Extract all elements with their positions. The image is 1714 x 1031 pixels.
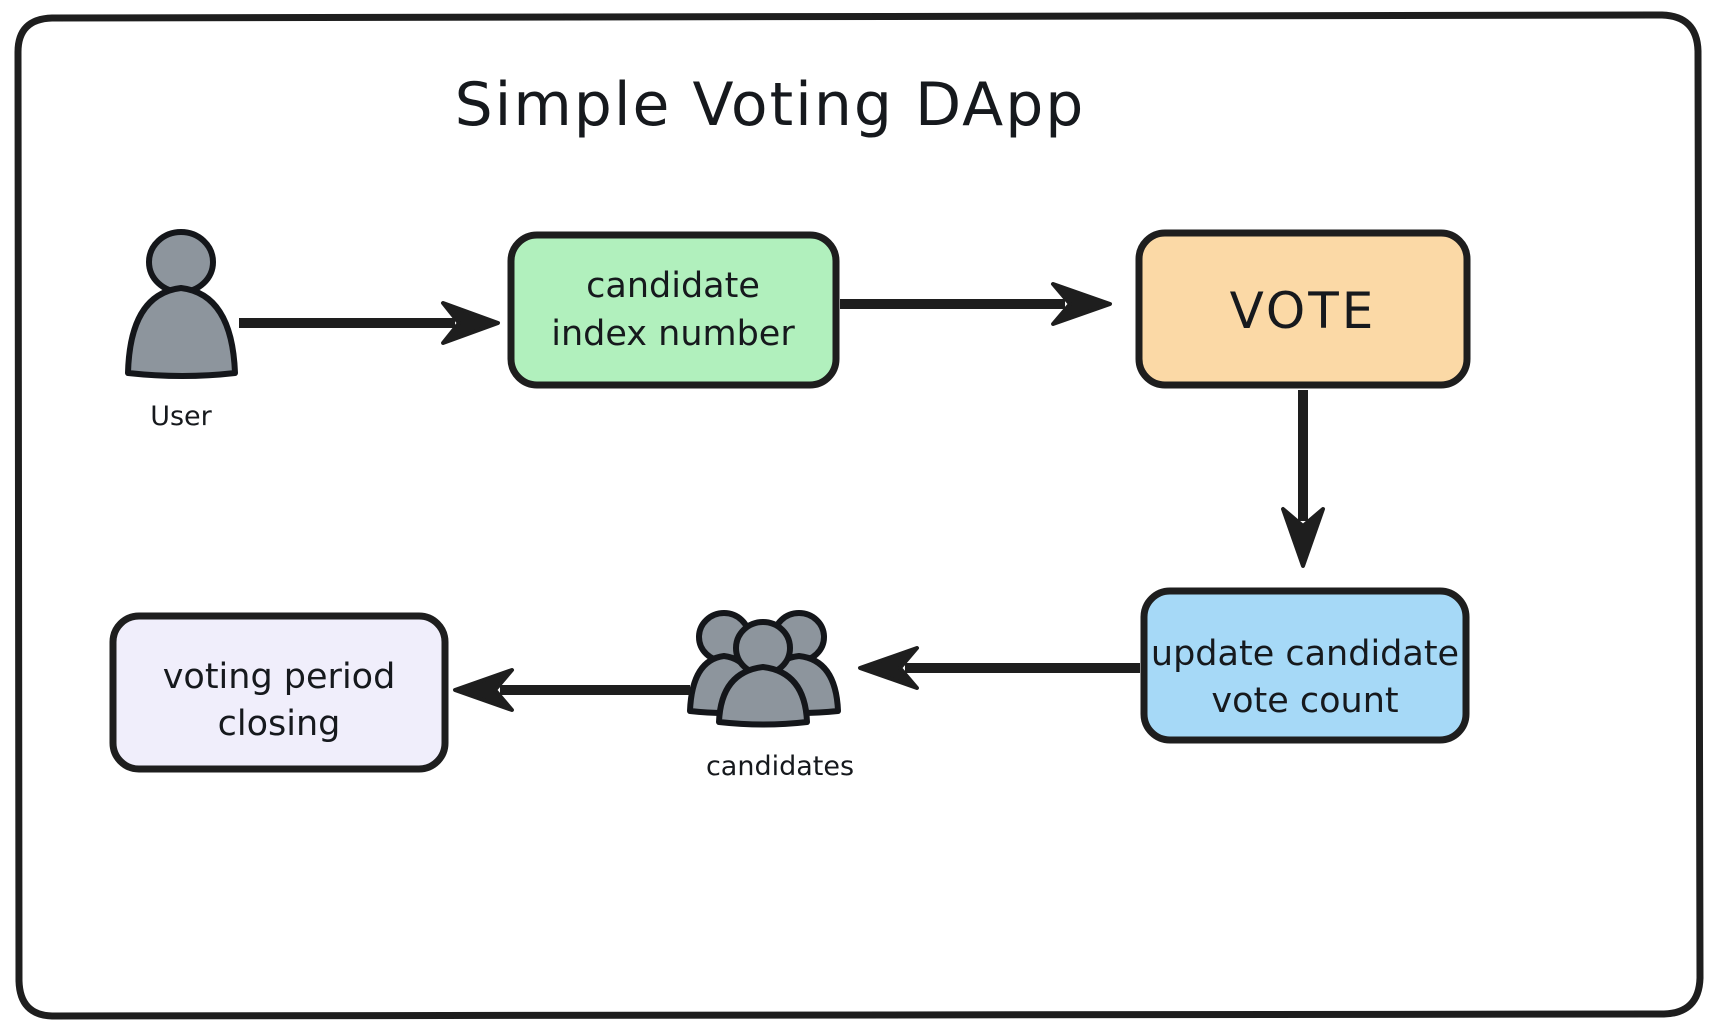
update-vote-count-line-1: update candidate (1151, 634, 1459, 674)
candidate-index-line-1: candidate (586, 266, 760, 306)
voting-period-closing-box[interactable] (109, 612, 449, 773)
node-voting-period-closing[interactable]: voting period closing (109, 612, 449, 773)
candidate-index-line-2: index number (551, 314, 795, 354)
arrow-user-to-candidate-index (239, 301, 500, 345)
person-icon (146, 229, 216, 295)
page-title: Simple Voting DApp (455, 70, 1086, 140)
people-group-icon (687, 610, 841, 728)
node-candidate-index[interactable]: candidate index number (507, 231, 840, 389)
vote-label: VOTE (1230, 282, 1377, 340)
candidate-index-box[interactable] (507, 231, 840, 389)
arrow-update-to-candidates (858, 646, 1140, 690)
arrow-candidates-to-closing (453, 668, 690, 712)
vote-box[interactable] (1135, 229, 1471, 389)
arrow-candidate-index-to-vote (840, 282, 1112, 326)
outer-frame (14, 11, 1704, 1020)
update-vote-count-line-2: vote count (1211, 681, 1398, 721)
user-icon-group (125, 229, 238, 379)
candidates-label: candidates (706, 751, 854, 782)
node-vote[interactable]: VOTE (1135, 229, 1471, 389)
voting-period-closing-line-2: closing (218, 704, 341, 744)
node-update-vote-count[interactable]: update candidate vote count (1140, 587, 1470, 744)
voting-period-closing-line-1: voting period (163, 657, 396, 697)
user-label: User (150, 401, 212, 432)
person-body-icon (125, 285, 238, 379)
arrow-vote-to-update (1281, 390, 1325, 568)
update-vote-count-box[interactable] (1140, 587, 1470, 744)
person-body-icon-center (716, 664, 810, 728)
